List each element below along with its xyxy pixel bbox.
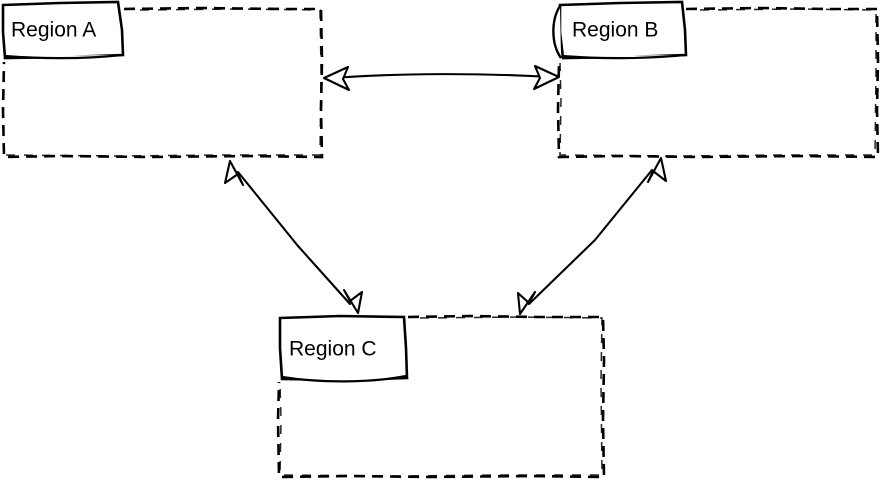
connector-a-c-arrowhead-end [342, 288, 364, 315]
connector-a-b-arrowhead-end [532, 64, 561, 91]
region-b-label-box-underline [561, 53, 686, 60]
connector-a-b-line [331, 73, 553, 80]
region-a-label-box[interactable] [1, 0, 125, 60]
region-b-boundary-sketch-pass [559, 8, 877, 157]
region-a-boundary[interactable] [1, 6, 324, 159]
region-c-boundary[interactable] [276, 314, 606, 479]
region-b-label-box-left-curve [552, 5, 563, 59]
connector-a-c-line [236, 170, 352, 306]
region-a-label: Region A [11, 19, 96, 42]
region-c-label-box-underline [281, 374, 407, 383]
connector-b-c-arrowhead-end [516, 290, 537, 316]
connector-a-b-arrowhead-start [322, 65, 351, 92]
region-c-label: Region C [289, 338, 377, 361]
region-b-group[interactable]: Region B [552, 0, 880, 159]
region-c-group[interactable]: Region C [276, 314, 606, 479]
region-a-group[interactable]: Region A [1, 0, 324, 159]
connector-b-c-line [527, 168, 654, 306]
connector-a-c[interactable] [223, 159, 364, 315]
region-c-boundary-sketch-pass [279, 316, 603, 477]
region-b-label-box[interactable] [558, 0, 688, 60]
region-a-boundary-sketch-pass [4, 8, 322, 157]
region-a-label-box-underline [4, 53, 123, 60]
region-b-label: Region B [572, 19, 658, 42]
connector-a-c-arrowhead-start [223, 159, 245, 187]
region-c-label-box[interactable] [278, 314, 409, 382]
connector-a-b[interactable] [322, 64, 561, 92]
connector-b-c-arrowhead-start [646, 156, 668, 184]
connector-b-c[interactable] [516, 156, 668, 316]
